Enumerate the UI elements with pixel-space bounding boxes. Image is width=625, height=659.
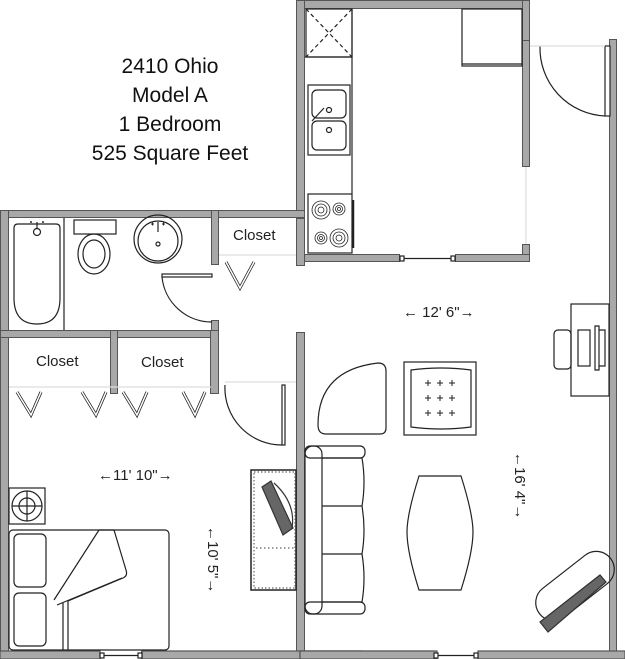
closet-bedroom-left-label: Closet	[36, 353, 79, 370]
bedroom-dresser-tv	[250, 469, 297, 591]
plan-area: 525 Square Feet	[91, 142, 249, 165]
wall-bottom-f	[299, 650, 438, 659]
wall-bath-right	[211, 210, 219, 265]
bedroom-door	[224, 381, 296, 446]
toilet	[73, 219, 117, 275]
wall-kitchen-right-lower	[522, 40, 530, 167]
bed	[8, 529, 170, 651]
desk-with-chair	[553, 303, 610, 397]
closet-hall-label: Closet	[233, 227, 276, 244]
wall-bottom-e	[477, 650, 625, 659]
closet-bedroom-right-label: Closet	[141, 354, 184, 371]
entry-door	[530, 45, 611, 117]
wall-closet-divider	[110, 330, 118, 394]
bathroom-door	[161, 273, 213, 323]
wall-closet-right	[210, 330, 219, 394]
bedroom-depth-dimension: ←10' 5"→	[204, 526, 221, 594]
wall-bottom-a	[0, 650, 101, 659]
window-kitchen	[399, 255, 456, 262]
bathtub	[13, 218, 65, 330]
living-width-dimension: ← 12' 6"→	[403, 304, 475, 321]
kitchen-sink	[307, 84, 351, 156]
wall-hall-closet-right	[296, 218, 305, 266]
refrigerator	[305, 8, 353, 58]
living-tv-stand	[535, 550, 615, 633]
plan-title-block: 2410 Ohio Model A 1 Bedroom 525 Square F…	[60, 52, 280, 168]
bath-sink	[133, 214, 183, 264]
bedroom-closet-doors	[15, 391, 207, 419]
bedroom-fan	[8, 487, 46, 525]
armchair	[403, 361, 477, 436]
sofa	[304, 445, 366, 615]
plan-address: 2410 Ohio	[121, 55, 219, 78]
window-living	[433, 652, 479, 659]
kitchen-cabinet	[461, 8, 523, 67]
coffee-table	[406, 475, 474, 591]
plan-model: Model A	[132, 84, 208, 107]
plan-bedrooms: 1 Bedroom	[118, 113, 222, 136]
living-depth-dimension: ←16' 4"→	[511, 452, 528, 520]
corner-chair	[317, 362, 387, 435]
bedroom-width-dimension: ←11' 10"→	[98, 467, 173, 484]
hall-closet-bifold-door	[224, 261, 256, 292]
stove	[307, 193, 355, 254]
window-bedroom	[99, 652, 143, 659]
